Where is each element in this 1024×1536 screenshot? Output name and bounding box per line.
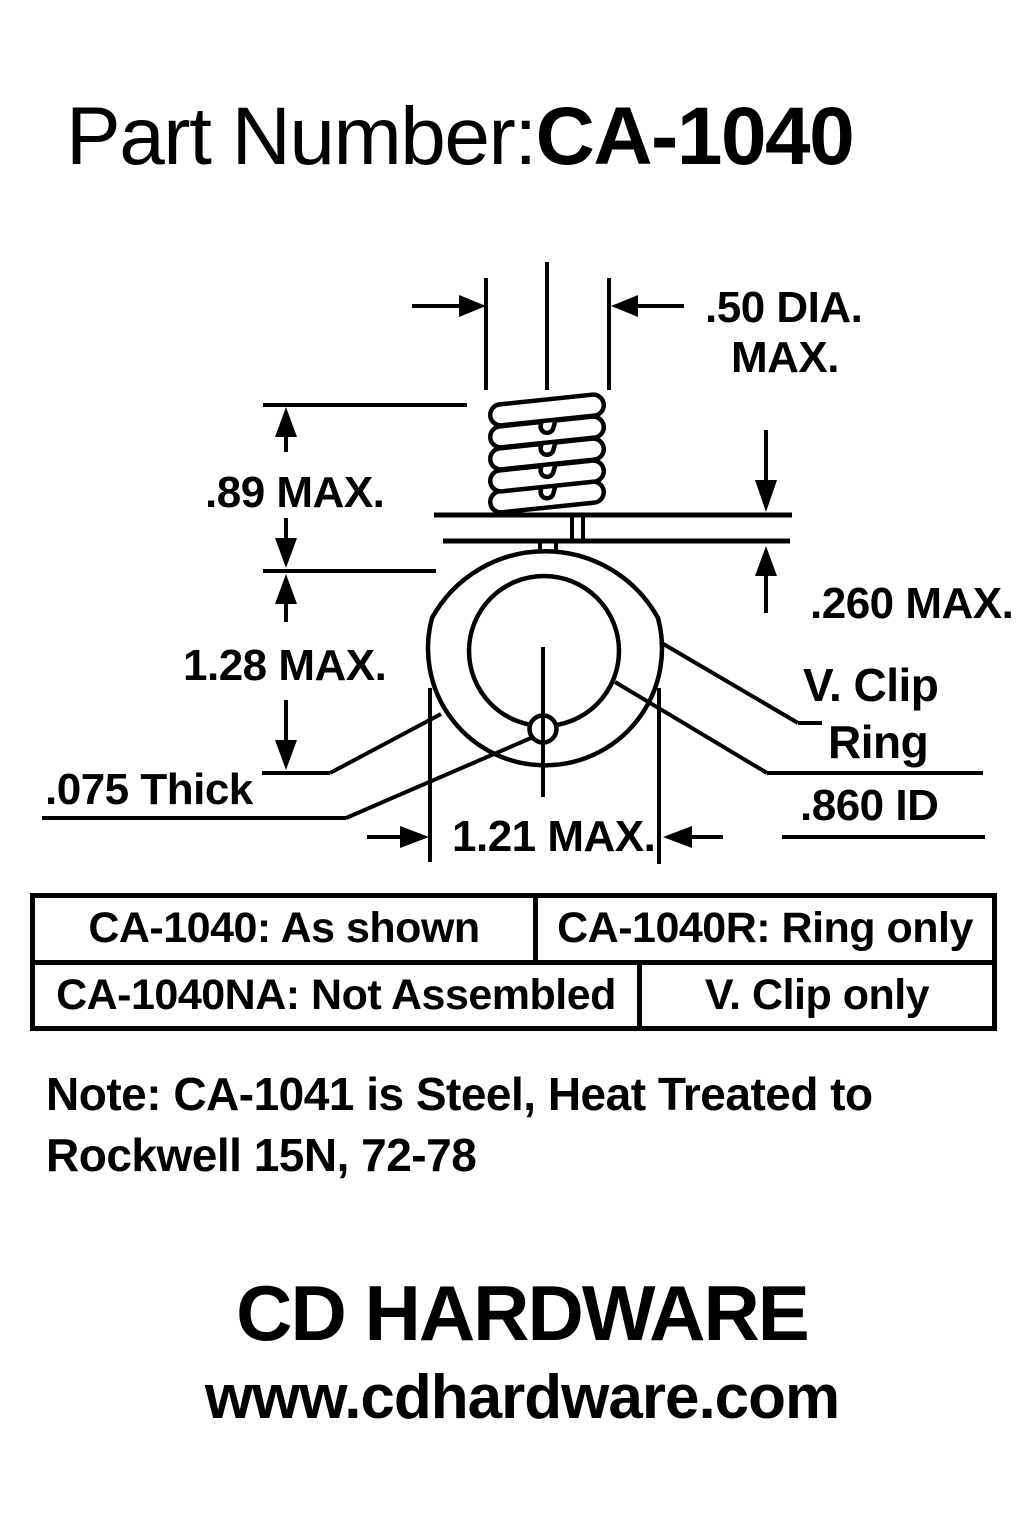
material-note-line1: Note: CA-1041 is Steel, Heat Treated to bbox=[46, 1068, 873, 1120]
technical-drawing: .50 DIA. MAX. .89 MAX. 1.28 MAX. bbox=[42, 262, 1014, 864]
dia-extension-lines bbox=[484, 262, 611, 390]
spring-height-dimension bbox=[263, 403, 467, 573]
vclip-label-line1: V. Clip bbox=[803, 659, 938, 711]
vclip-label-line2: Ring bbox=[828, 716, 928, 768]
table-row: CA-1040NA: Not Assembled V. Clip only bbox=[35, 964, 992, 1026]
gap-dimension bbox=[755, 430, 777, 613]
inner-diameter-leader bbox=[613, 680, 985, 839]
dia-dimension-arrows bbox=[412, 295, 684, 317]
spring bbox=[488, 392, 606, 515]
thickness-label: .075 Thick bbox=[45, 765, 254, 814]
table-row: CA-1040: As shown CA-1040R: Ring only bbox=[35, 898, 992, 965]
overall-height-label: 1.28 MAX. bbox=[183, 641, 386, 690]
overall-height-dimension bbox=[275, 574, 297, 770]
part-number: CA-1040 bbox=[535, 91, 855, 182]
material-note-line2: Rockwell 15N, 72-78 bbox=[46, 1129, 477, 1181]
overall-width-label: 1.21 MAX. bbox=[452, 812, 655, 861]
inner-diameter-label: .860 ID bbox=[800, 781, 938, 830]
company-name: CD HARDWARE bbox=[236, 1269, 810, 1357]
overall-width-dimension bbox=[367, 688, 723, 864]
page-title: Part Number:CA-1040 bbox=[66, 96, 855, 178]
table-cell: CA-1040: As shown bbox=[35, 898, 538, 960]
part-variants-table: CA-1040: As shown CA-1040R: Ring only CA… bbox=[30, 893, 997, 1031]
table-cell: V. Clip only bbox=[704, 970, 930, 1019]
vclip-ring-leader bbox=[658, 640, 822, 725]
material-note: Note: CA-1041 is Steel, Heat Treated to … bbox=[46, 1064, 873, 1186]
thickness-leaders bbox=[42, 712, 532, 820]
dia-label-line1: .50 DIA. bbox=[705, 283, 862, 332]
spring-height-label: .89 MAX. bbox=[205, 468, 384, 517]
table-cell: CA-1040R: Ring only bbox=[557, 904, 973, 953]
table-cell: CA-1040NA: Not Assembled bbox=[35, 964, 642, 1026]
company-website: www.cdhardware.com bbox=[204, 1363, 840, 1432]
plate-lines bbox=[434, 512, 792, 552]
page-title-prefix: Part Number: bbox=[66, 91, 537, 182]
dia-label-line2: MAX. bbox=[731, 333, 839, 382]
gap-label: .260 MAX. bbox=[810, 579, 1013, 628]
